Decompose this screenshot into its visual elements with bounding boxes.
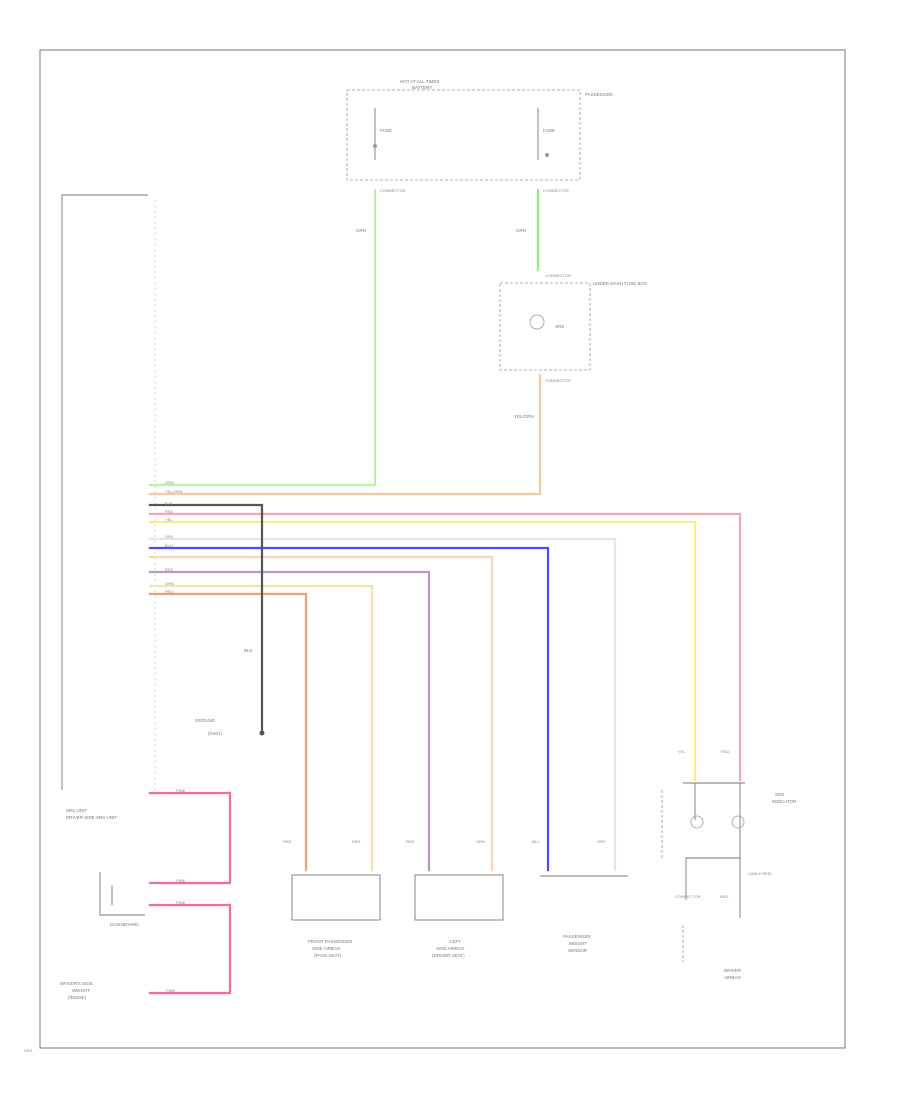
wire-violet	[148, 570, 431, 872]
wire-pink-lower	[148, 903, 232, 995]
driver-switch-bracket	[99, 872, 145, 916]
pass-seat-sensor-sub2: (INSIDE)	[68, 995, 87, 1000]
airbag-wire-2: RED	[352, 839, 361, 844]
wire-dk-orange	[148, 592, 308, 872]
front-pass-airbag-label: FRONT PASSENGER	[308, 939, 353, 944]
pink-label-3: PINK	[176, 900, 186, 905]
wire-code-1: GRN	[165, 480, 174, 485]
pink-label-1: PINK	[176, 788, 186, 793]
wire-code-10: RED	[165, 589, 174, 594]
diagram-frame	[39, 49, 846, 1049]
dash-fuse-connector-bottom: CONNECTOR	[545, 378, 571, 383]
srs-unit-label: SRS UNIT	[66, 808, 87, 813]
indicator-lamp-right	[731, 815, 745, 829]
wire-pink-upper	[148, 791, 232, 885]
bottom-right-label: DRIVER	[724, 968, 742, 973]
wire-red-right	[148, 512, 742, 782]
pink-label-4: PINK	[166, 988, 176, 993]
wire-code-8: RED	[165, 567, 174, 572]
pass-sensor-sub2: SENSOR	[568, 948, 588, 953]
wire-grn-to-fuse	[148, 188, 377, 487]
wire-label-blk: BLK	[244, 648, 253, 653]
left-pass-airbag-sub2: (DRIVER SEAT)	[432, 953, 465, 958]
wire-code-4: RED	[165, 509, 174, 514]
dash-fuse-box	[499, 282, 591, 371]
wire-blu	[148, 546, 550, 872]
bottom-right-sub: AIRBAG	[724, 975, 742, 980]
wire-label-grn-left: GRN	[356, 228, 366, 233]
top-module-sublabel: BATTERY	[412, 85, 432, 90]
left-pass-airbag-label: LEFT	[450, 939, 461, 944]
left-pass-airbag-sub: SIDE AIRBAG	[436, 946, 465, 951]
right-wire-yel: YEL	[678, 749, 686, 754]
wire-code-3: BLK	[165, 501, 173, 506]
wire-gry-right	[148, 537, 617, 872]
front-pass-airbag-box	[291, 874, 381, 921]
fuse-left-terminal	[373, 144, 377, 148]
dash-fuse-box-label: UNDER-DASH FUSE BOX	[593, 281, 647, 286]
airbag-wire-5: BLU	[532, 839, 540, 844]
pass-seat-sensor-sub: WEIGHT	[72, 988, 90, 993]
airbag-wire-4: GRN	[476, 839, 485, 844]
indicator-lamp-left	[690, 815, 704, 829]
top-connector-left: CONNECTOR	[380, 188, 406, 193]
wire-yel-orn	[148, 373, 542, 496]
front-pass-airbag-sub: SIDE AIRBAG	[312, 946, 341, 951]
driver-airbag-conn-left: CONNECTOR	[675, 894, 701, 899]
front-pass-airbag-sub2: (PASS SEAT)	[314, 953, 342, 958]
wire-yel-right	[148, 520, 697, 782]
driver-airbag-conn-right: RED	[720, 894, 729, 899]
pass-sensor-sub: WEIGHT	[569, 941, 587, 946]
driver-switch-label: DASHBOARD	[110, 922, 139, 927]
top-module-box	[346, 89, 581, 181]
wire-blk-ground	[148, 503, 264, 734]
top-module-right-label: PASSENGER	[585, 92, 613, 97]
right-wire-red: RED	[721, 749, 730, 754]
fuse-left-label: FUSE	[380, 128, 392, 133]
fuse-right-label: FUSE	[543, 128, 555, 133]
dash-indicator-lamp	[529, 314, 545, 330]
airbag-wire-1: RED	[283, 839, 292, 844]
driver-airbag-bracket	[685, 857, 741, 918]
wire-orange	[148, 555, 494, 872]
airbag-wire-3: RED	[406, 839, 415, 844]
wire-tan	[148, 584, 374, 872]
ground-point	[259, 730, 265, 736]
dash-fuse-connector-top: CONNECTOR	[545, 273, 571, 278]
wire-code-5: YEL	[165, 517, 173, 522]
ground-sublabel: (G401)	[208, 731, 223, 736]
srs-unit-sublabel: DRIVER SIDE SRS UNIT	[66, 815, 117, 820]
ground-label: GROUND	[195, 718, 216, 723]
footer-tag: SRS	[24, 1048, 33, 1053]
wire-code-9: GRN	[165, 581, 174, 586]
wire-code-2: YEL/ORN	[165, 489, 183, 494]
right-module-sub: INDICATOR	[772, 799, 797, 804]
wire-label-yel-orn: YEL/ORN	[514, 414, 534, 419]
pass-sensor-label: PASSENGER	[563, 934, 591, 939]
wire-code-6: GRY	[165, 534, 174, 539]
fuse-right-terminal	[545, 153, 549, 157]
left-pass-airbag-box	[414, 874, 504, 921]
driver-airbag-reel: CABLE REEL	[748, 871, 773, 876]
wire-code-7: BLU	[165, 543, 173, 548]
wire-label-grn-right: GRN	[516, 228, 526, 233]
dash-fuse-sub: SRS	[555, 324, 564, 329]
pink-label-2: PINK	[176, 878, 186, 883]
right-module-label: SRS	[775, 792, 784, 797]
airbag-wire-6: GRY	[597, 839, 606, 844]
pass-seat-sensor-label: DRIVER'S SIDE	[60, 981, 93, 986]
srs-unit-outline	[61, 194, 148, 790]
top-module-label: HOT AT ALL TIMES	[400, 79, 440, 84]
top-connector-right: CONNECTOR	[543, 188, 569, 193]
